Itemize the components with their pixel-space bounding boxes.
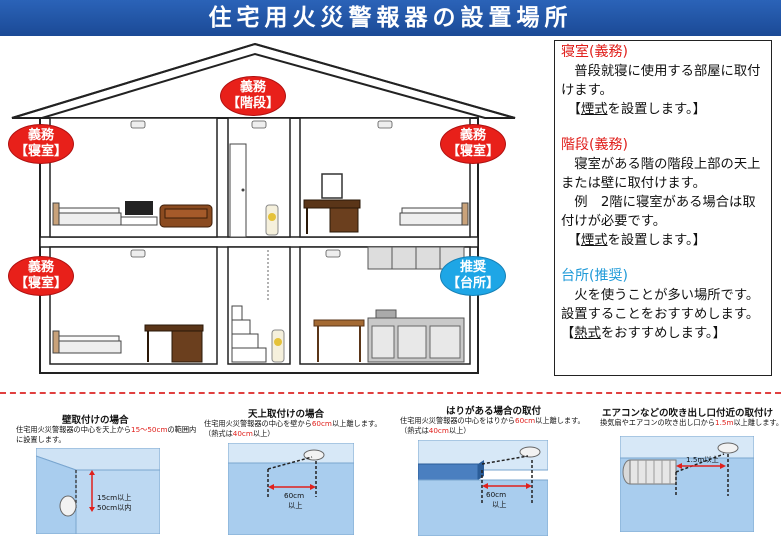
info-bedroom-heading: 寝室(義務)	[561, 44, 628, 60]
info-stairs-example: 例 2階に寝室がある場合は取付けが必要です。	[561, 195, 756, 229]
kitchen-counter-icon	[367, 309, 465, 363]
badge-kitchen-line1: 推奨	[459, 260, 486, 275]
title-bar: 住宅用火災警報器の設置場所	[0, 0, 781, 36]
badge-bedroom-left-upper-line1: 義務	[27, 128, 54, 143]
detector-icons	[130, 120, 393, 258]
panel-aircon-sub1: 換気扇やエアコンの吹き出し口から1.5m以上離します。	[600, 418, 781, 427]
panel-beam-title: はりがある場合の取付	[446, 406, 542, 417]
info-stairs-note: 【煙式を設置します。】	[561, 233, 706, 248]
panel-aircon-label1: 1.5m以上	[686, 455, 719, 464]
panel-wall-sub2: に設置します。	[16, 435, 66, 444]
badge-bedroom-left-lower: 義務 【寝室】	[8, 256, 74, 296]
badge-bedroom-right-upper: 義務 【寝室】	[440, 124, 506, 164]
info-stairs: 階段(義務) 寝室がある階の階段上部の天上または壁に取付けます。 例 2階に寝室…	[561, 136, 765, 250]
panel-beam-sub1: 住宅用火災警報器の中心をはりから60cm以上離します。	[400, 416, 585, 425]
badge-stairs-line2: 【階段】	[226, 96, 279, 111]
air-duct-icon	[622, 459, 677, 485]
info-kitchen: 台所(推奨) 火を使うことが多い場所です。設置することをおすすめします。 【熱式…	[561, 267, 765, 343]
panel-beam-sub2: （熱式は40cm以上）	[400, 426, 471, 435]
dining-table-icon	[313, 319, 365, 362]
panel-wall-diagram	[36, 448, 160, 534]
badge-kitchen: 推奨 【台所】	[440, 256, 506, 296]
panel-beam-label2: 以上	[492, 500, 507, 509]
door-icon	[229, 143, 247, 238]
panel-beam-label1: 60cm	[486, 490, 507, 499]
panel-wall-label1: 15cm以上	[97, 493, 132, 502]
info-stairs-body: 寝室がある階の階段上部の天上または壁に取付けます。	[561, 157, 761, 191]
panel-ceiling-label2: 以上	[288, 501, 303, 510]
panel-ceiling-sub2: （熱式は40cm以上）	[204, 429, 275, 438]
badge-bedroom-right-upper-line2: 【寝室】	[446, 144, 499, 159]
badge-kitchen-line2: 【台所】	[446, 276, 499, 291]
info-kitchen-body: 火を使うことが多い場所です。設置することをおすすめします。	[561, 288, 760, 322]
panel-ceiling-diagram	[228, 443, 354, 535]
info-kitchen-heading: 台所(推奨)	[561, 268, 628, 284]
panel-wall-sub1: 住宅用火災警報器の中心を天上から15～50cmの範囲内	[16, 425, 197, 434]
desk-icon	[144, 324, 204, 363]
panel-ceiling-sub1: 住宅用火災警報器の中心を壁から60cm以上離します。	[204, 419, 382, 428]
info-kitchen-note: 【熱式をおすすめします。】	[561, 326, 726, 341]
badge-bedroom-left-lower-line1: 義務	[27, 260, 54, 275]
badge-bedroom-left-upper-line2: 【寝室】	[14, 144, 67, 159]
panel-ceiling-title: 天上取付けの場合	[248, 409, 325, 420]
info-stairs-heading: 階段(義務)	[561, 137, 628, 153]
house-illustration	[11, 42, 516, 374]
info-bedroom: 寝室(義務) 普段就寝に使用する部屋に取付けます。 【煙式を設置します。】	[561, 43, 765, 119]
staircase-icon	[231, 250, 269, 363]
bed-icon	[52, 202, 122, 226]
page-title: 住宅用火災警報器の設置場所	[208, 5, 573, 31]
panel-ceiling-label1: 60cm	[284, 491, 305, 500]
info-box: 寝室(義務) 普段就寝に使用する部屋に取付けます。 【煙式を設置します。】 階段…	[554, 40, 772, 376]
badge-stairs: 義務 【階段】	[220, 76, 286, 116]
panel-wall-label2: 50cm以内	[97, 503, 132, 512]
badge-bedroom-right-upper-line1: 義務	[459, 128, 486, 143]
badge-bedroom-left-lower-line2: 【寝室】	[14, 276, 67, 291]
extinguisher-icon	[265, 204, 279, 236]
panel-aircon-title: エアコンなどの吹き出し口付近の取付け	[602, 408, 774, 419]
section-divider	[0, 392, 781, 394]
info-bedroom-note: 【煙式を設置します。】	[561, 102, 706, 117]
tv-icon	[120, 201, 158, 226]
panel-wall-title: 壁取付けの場合	[62, 415, 129, 426]
info-bedroom-body: 普段就寝に使用する部屋に取付けます。	[561, 64, 761, 98]
panel-aircon-diagram	[620, 436, 754, 532]
panel-beam-diagram	[418, 440, 548, 536]
sofa-icon	[159, 204, 213, 228]
bed-icon-lower	[52, 330, 122, 354]
bed-icon-right	[399, 202, 469, 226]
badge-bedroom-left-upper: 義務 【寝室】	[8, 124, 74, 164]
extinguisher-icon-lower	[271, 329, 285, 363]
dresser-icon	[303, 173, 361, 234]
badge-stairs-line1: 義務	[239, 80, 266, 95]
